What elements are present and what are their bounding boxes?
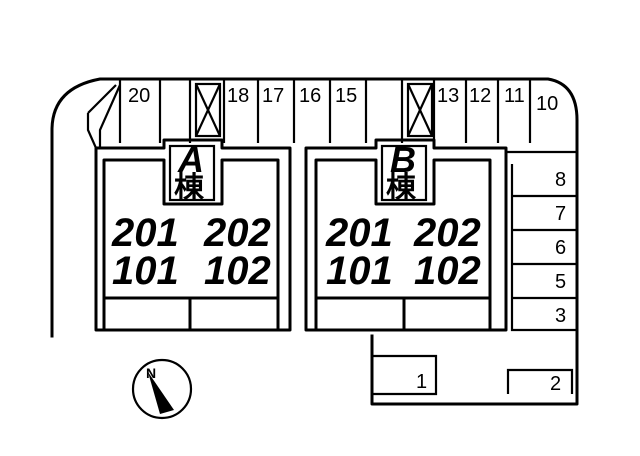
top-stall-dividers [118, 79, 532, 143]
stall-11-label: 11 [504, 85, 525, 107]
stall-16-label: 16 [299, 85, 321, 107]
stall-17-label: 17 [262, 85, 284, 107]
stall-7-label: 7 [555, 203, 566, 225]
stall-6-label: 6 [555, 237, 566, 259]
building-b [304, 138, 508, 332]
right-stalls [506, 150, 577, 332]
stall-3-label: 3 [555, 305, 566, 327]
unit-a-102: 102 [204, 249, 271, 293]
unit-b-101: 101 [326, 249, 393, 293]
unit-b-102: 102 [414, 249, 481, 293]
stall-2-label: 2 [550, 373, 561, 395]
stall-10-label: 10 [536, 93, 558, 115]
blocked-stall-a [194, 82, 222, 138]
unit-a-101: 101 [112, 249, 179, 293]
building-a-kanji: 棟 [174, 171, 205, 206]
stall-12-label: 12 [469, 85, 491, 107]
compass-north-label: N [146, 365, 156, 381]
stall-5-label: 5 [555, 271, 566, 293]
unit-a-202: 202 [203, 211, 271, 255]
site-boundary [50, 77, 579, 406]
stall-15-label: 15 [335, 85, 357, 107]
building-b-letter: B [390, 139, 416, 180]
compass-icon [131, 358, 193, 420]
stall-8-label: 8 [555, 169, 566, 191]
building-b-kanji: 棟 [386, 171, 417, 206]
unit-b-202: 202 [413, 211, 481, 255]
stall-18-label: 18 [227, 85, 249, 107]
bottom-stalls [370, 354, 574, 396]
stall-20-label: 20 [128, 85, 150, 107]
stall-13-label: 13 [437, 85, 459, 107]
stall-1-label: 1 [416, 371, 427, 393]
building-a-letter: A [177, 139, 204, 180]
building-a [94, 138, 292, 332]
blocked-stall-b [406, 82, 434, 138]
unit-b-201: 201 [325, 211, 393, 255]
unit-a-201: 201 [111, 211, 179, 255]
